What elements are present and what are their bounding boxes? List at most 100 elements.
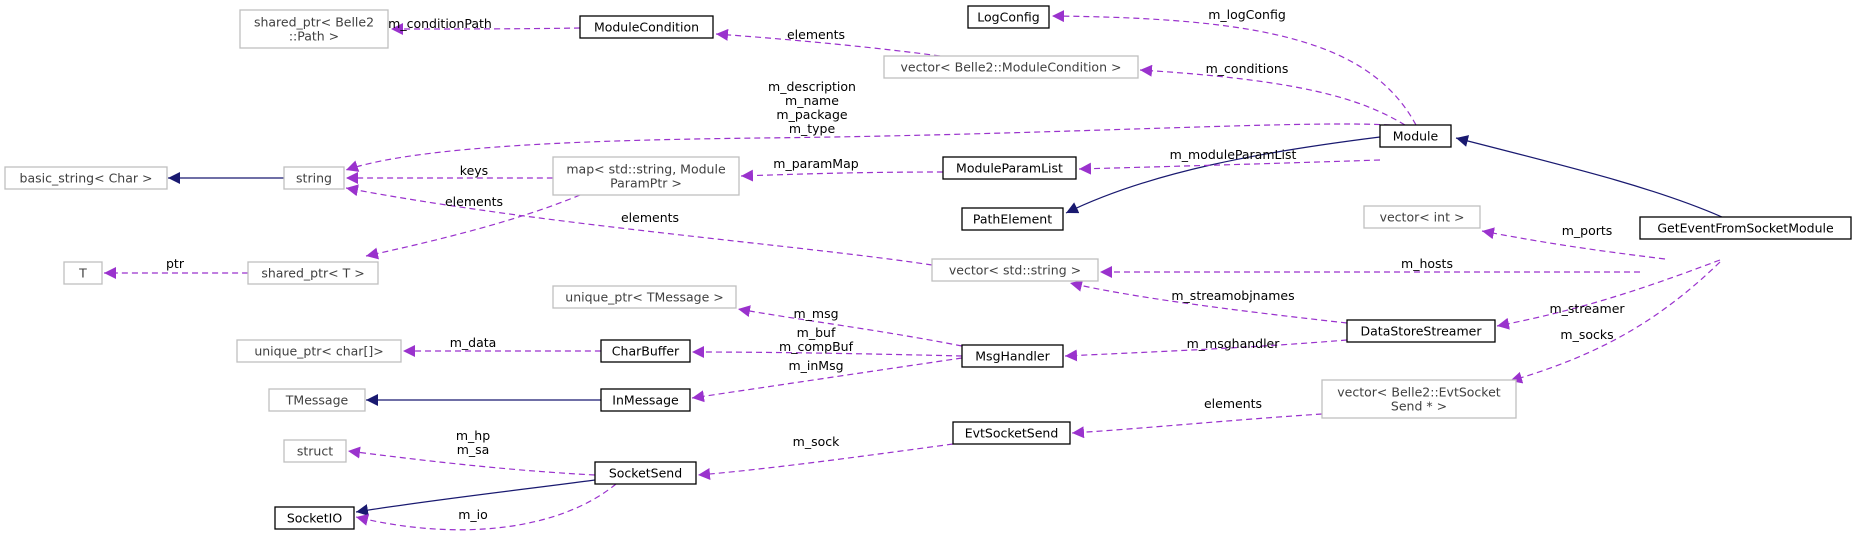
node-box (883, 55, 1139, 79)
node-box (1346, 319, 1496, 343)
node-box (63, 261, 103, 285)
node-box (967, 5, 1050, 29)
node-uniqueptr-tmessage: unique_ptr< TMessage > (552, 285, 737, 309)
node-getevent[interactable]: GetEventFromSocketModule (1639, 216, 1852, 240)
inheritance-edge-module-to-getevent (1455, 135, 1723, 218)
usage-edge-msghandler-to-uniqueptr_tmessage (737, 305, 963, 347)
node-t: T (63, 261, 103, 285)
edge-label-m-compbuf: m_compBuf (779, 339, 854, 354)
node-label: ::Path > (289, 29, 339, 44)
node-box (1639, 216, 1852, 240)
node-label: ParamPtr > (610, 176, 682, 191)
node-label: InMessage (612, 393, 679, 408)
node-charbuffer[interactable]: CharBuffer (600, 339, 691, 363)
node-label: string (296, 171, 332, 186)
node-box (600, 339, 691, 363)
node-tmessage: TMessage (268, 388, 366, 412)
usage-edge-getevent-to-datastorestreamer (1496, 259, 1721, 330)
node-label: shared_ptr< T > (261, 266, 364, 281)
node-label: MsgHandler (975, 349, 1050, 364)
edge-label-keys: keys (460, 163, 488, 178)
node-box (579, 15, 714, 39)
node-label: vector< int > (1380, 210, 1465, 225)
usage-edge-datastorestreamer-to-vector_string (1069, 279, 1348, 324)
usage-edge-module-to-moduleparamlist (1078, 159, 1381, 175)
node-box (4, 166, 168, 190)
node-vector-int: vector< int > (1363, 205, 1481, 229)
node-label: ModuleCondition (594, 20, 699, 35)
node-inmessage[interactable]: InMessage (600, 388, 691, 412)
node-socketsend[interactable]: SocketSend (594, 461, 697, 485)
usage-edge-module-to-vector_modulecondition (1139, 64, 1406, 126)
edge-label-m-hp: m_hp (456, 428, 490, 443)
edge-label-m-ports: m_ports (1562, 223, 1613, 238)
usage-edge-evtsocketsend-to-socketsend (697, 443, 954, 481)
node-box (931, 258, 1099, 282)
node-box (552, 156, 740, 196)
inheritance-edge-socketio-to-socketsend (355, 479, 596, 517)
edge-label-m-sa: m_sa (457, 442, 490, 457)
node-struct: struct (283, 439, 347, 463)
node-box (1379, 124, 1452, 148)
node-label: PathElement (973, 212, 1052, 227)
node-msghandler[interactable]: MsgHandler (961, 344, 1064, 368)
usage-edge-getevent-to-vector_int (1481, 227, 1666, 260)
node-label: map< std::string, Module (566, 162, 726, 177)
edge-label-elements: elements (1204, 396, 1262, 411)
node-box (283, 439, 347, 463)
edge-label-m-conditions: m_conditions (1206, 61, 1289, 76)
edge-label-m-buf: m_buf (797, 325, 836, 340)
node-label: vector< Belle2::EvtSocket (1337, 385, 1501, 400)
edge-label-m-inmsg: m_inMsg (788, 358, 843, 373)
node-box (236, 339, 402, 363)
node-socketio[interactable]: SocketIO (274, 506, 355, 530)
node-box (247, 261, 379, 285)
nodes-layer: GetEventFromSocketModule Module LogConfigM… (4, 5, 1852, 530)
node-label: TMessage (285, 393, 349, 408)
node-label: shared_ptr< Belle2 (254, 15, 374, 30)
node-basic-string: basic_string< Char > (4, 166, 168, 190)
edge-label-m-streamobjnames: m_streamobjnames (1171, 288, 1294, 303)
node-sharedptr-t: shared_ptr< T > (247, 261, 379, 285)
edge-label-m-name: m_name (785, 93, 839, 108)
edge-label-m-description: m_description (768, 79, 856, 94)
edge-label-m-sock: m_sock (793, 434, 840, 449)
usage-edge-vector_evtsocket-to-evtsocketsend (1071, 413, 1323, 439)
usage-edge-msghandler-to-inmessage (691, 357, 963, 403)
node-label: SocketIO (287, 511, 343, 526)
usage-edge-module-to-logconfig (1051, 10, 1417, 126)
node-moduleparamlist[interactable]: ModuleParamList (942, 156, 1077, 180)
node-evtsocketsend[interactable]: EvtSocketSend (952, 421, 1071, 445)
node-label: CharBuffer (612, 344, 680, 359)
edge-label-m-socks: m_socks (1560, 327, 1613, 342)
node-modulecondition[interactable]: ModuleCondition (579, 15, 714, 39)
usage-edge-datastorestreamer-to-msghandler (1064, 339, 1348, 362)
node-module[interactable]: Module (1379, 124, 1452, 148)
node-label: Module (1393, 129, 1439, 144)
edges-layer (104, 10, 1723, 531)
node-box (239, 9, 389, 49)
node-box (961, 344, 1064, 368)
node-pathelement[interactable]: PathElement (961, 207, 1064, 231)
node-label: SocketSend (609, 466, 682, 481)
edge-label-m-streamer: m_streamer (1549, 301, 1625, 316)
edge-label-m-data: m_data (450, 335, 497, 350)
usage-edge-msghandler-to-charbuffer (691, 346, 963, 359)
node-logconfig[interactable]: LogConfig (967, 5, 1050, 29)
node-vector-evtsocket: vector< Belle2::EvtSocketSend * > (1321, 379, 1517, 419)
node-datastorestreamer[interactable]: DataStoreStreamer (1346, 319, 1496, 343)
node-label: Send * > (1391, 399, 1447, 414)
node-sharedptr-path: shared_ptr< Belle2::Path > (239, 9, 389, 49)
node-box (594, 461, 697, 485)
usage-edge-socketsend-to-socketio (355, 483, 617, 531)
node-label: basic_string< Char > (20, 171, 153, 186)
node-label: vector< std::string > (949, 263, 1081, 278)
node-box (552, 285, 737, 309)
node-uniqueptr-char: unique_ptr< char[]> (236, 339, 402, 363)
node-box (600, 388, 691, 412)
node-box (283, 166, 345, 190)
usage-edge-socketsend-to-struct (347, 446, 596, 476)
node-label: EvtSocketSend (965, 426, 1059, 441)
node-label: GetEventFromSocketModule (1657, 221, 1834, 236)
